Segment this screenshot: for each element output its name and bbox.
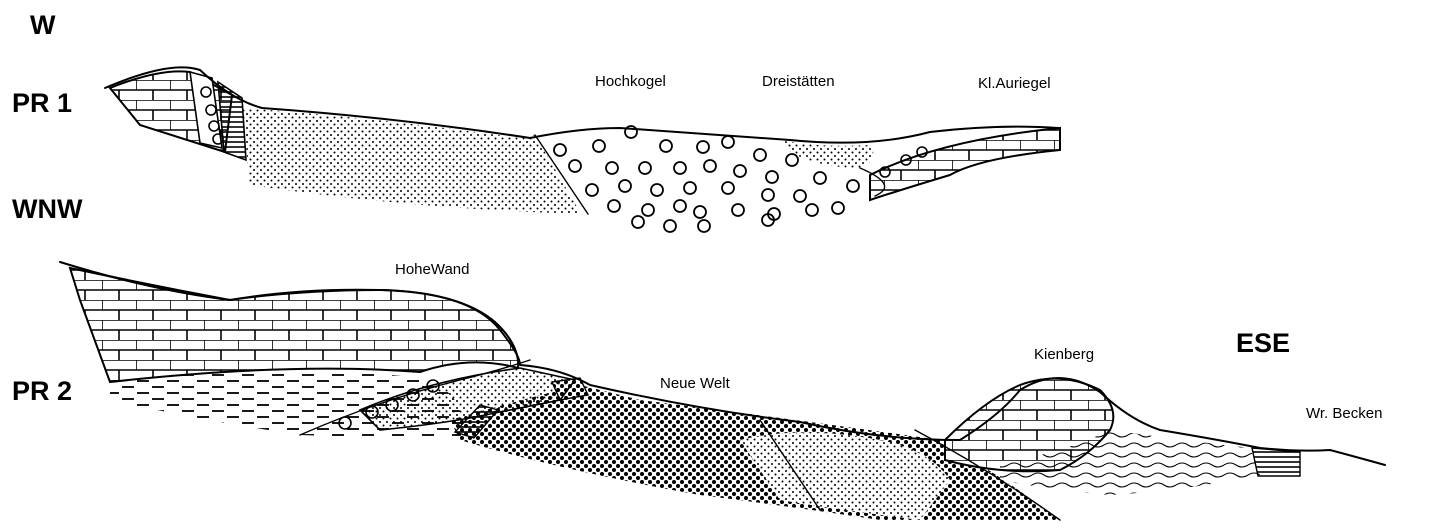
profile-1-section	[105, 67, 1060, 238]
pr2-hohe-wand-limestone	[70, 268, 518, 382]
locality-label-kienberg: Kienberg	[1034, 346, 1094, 363]
direction-label-wnw: WNW	[12, 194, 83, 224]
locality-label-neue-welt: Neue Welt	[660, 375, 731, 392]
locality-label-wr-becken: Wr. Becken	[1306, 405, 1382, 422]
pr1-west-sandstone	[242, 108, 588, 214]
locality-label-hochkogel: Hochkogel	[595, 73, 666, 90]
profile-label-pr1: PR 1	[12, 88, 72, 118]
direction-label-west: W	[30, 10, 56, 40]
profile-label-pr2: PR 2	[12, 376, 72, 406]
locality-label-kl-auriegel: Kl.Auriegel	[978, 75, 1051, 92]
locality-label-hohe-wand: HoheWand	[395, 261, 470, 278]
pr2-wiener-becken-block	[1252, 448, 1300, 476]
direction-label-ese: ESE	[1236, 328, 1290, 358]
locality-label-dreistaetten: Dreistätten	[762, 73, 835, 90]
